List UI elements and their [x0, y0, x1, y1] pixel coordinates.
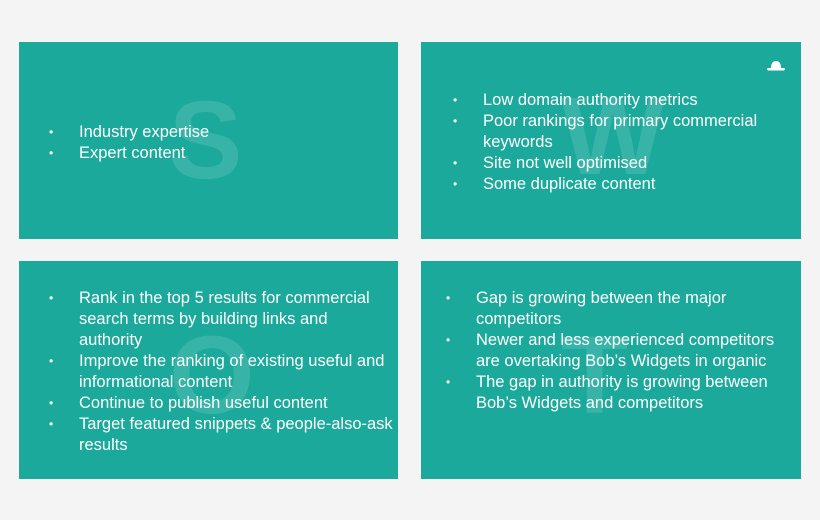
list-item-text: Expert content — [79, 144, 186, 162]
list-item-text: The gap in authority is growing between … — [476, 373, 768, 412]
bullet-icon: • — [446, 333, 451, 347]
bullet-icon: • — [49, 396, 54, 410]
bullet-icon: • — [446, 375, 451, 389]
threats-panel: T •Gap is growing between the major comp… — [421, 261, 801, 479]
list-item: • Newer and less experienced competitors … — [446, 330, 791, 372]
bullet-icon: • — [453, 177, 458, 191]
list-item: • Expert content — [49, 143, 389, 164]
list-item: • Target featured snippets & people-also-… — [49, 414, 394, 456]
threats-list: • Gap is growing between the major compet… — [446, 288, 791, 414]
bullet-icon: • — [453, 114, 458, 128]
list-item: • Some duplicate content — [453, 174, 788, 195]
list-item: • Poor rankings for primary commercial ke… — [453, 111, 788, 153]
list-item-text: Low domain authority metrics — [483, 91, 698, 109]
list-item-text: Poor rankings for primary commercial key… — [483, 112, 758, 151]
list-item-text: Rank in the top 5 results for commercial… — [79, 289, 370, 349]
list-item: • Continue to publish useful content — [49, 393, 394, 414]
list-item: • The gap in authority is growing between… — [446, 372, 791, 414]
opportunities-panel: O •Rank in the top 5 results for commerc… — [19, 261, 398, 479]
list-item: • Industry expertise — [49, 122, 389, 143]
bullet-icon: • — [49, 354, 54, 368]
bullet-icon: • — [49, 291, 54, 305]
strengths-list: • Industry expertise • Expert content — [49, 122, 389, 164]
list-item: • Rank in the top 5 results for commercia… — [49, 288, 394, 351]
list-item: • Improve the ranking of existing useful … — [49, 351, 394, 393]
strengths-panel: S •Industry expertise •Expert content — [19, 42, 398, 239]
bullet-icon: • — [49, 417, 54, 431]
list-item-text: Industry expertise — [79, 123, 210, 141]
list-item-text: Target featured snippets & people-also-a… — [79, 415, 393, 454]
bullet-icon: • — [49, 125, 54, 139]
list-item-text: Site not well optimised — [483, 154, 648, 172]
list-item-text: Gap is growing between the major competi… — [476, 289, 727, 328]
list-item: • Site not well optimised — [453, 153, 788, 174]
bullet-icon: • — [446, 291, 451, 305]
list-item: • Low domain authority metrics — [453, 90, 788, 111]
weaknesses-list: • Low domain authority metrics • Poor rank… — [453, 90, 788, 195]
list-item-text: Improve the ranking of existing useful a… — [79, 352, 385, 391]
bullet-icon: • — [49, 146, 54, 160]
weaknesses-panel: W •Low domain authority metrics •Poor ra… — [421, 42, 801, 239]
opportunities-list: • Rank in the top 5 results for commercia… — [49, 288, 394, 456]
list-item-text: Newer and less experienced competitors a… — [476, 331, 775, 370]
bullet-icon: • — [453, 156, 458, 170]
bullet-icon: • — [453, 93, 458, 107]
list-item-text: Some duplicate content — [483, 175, 656, 193]
bowler-hat-icon — [767, 61, 785, 71]
list-item-text: Continue to publish useful content — [79, 394, 328, 412]
list-item: • Gap is growing between the major compet… — [446, 288, 791, 330]
